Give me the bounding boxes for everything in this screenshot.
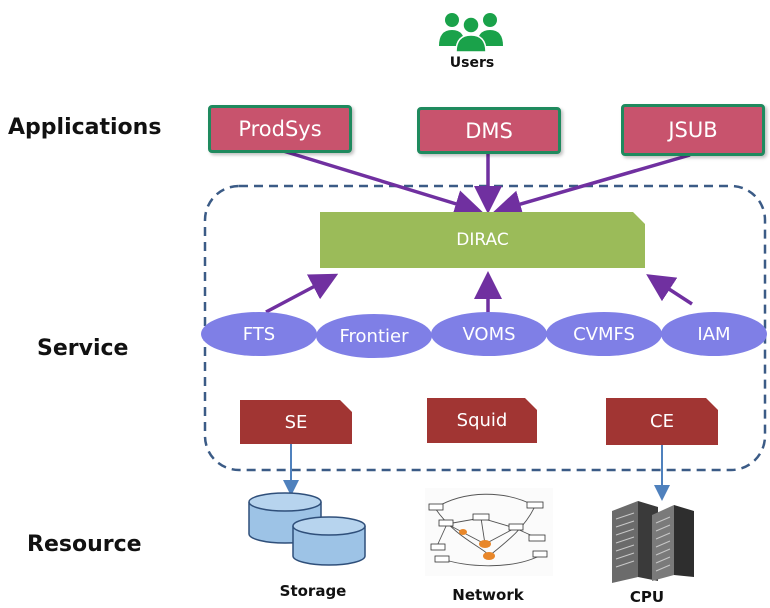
arrow-fts-dirac bbox=[265, 273, 339, 314]
app-prodsys: ProdSys bbox=[208, 105, 352, 153]
layer-label-service: Service bbox=[37, 336, 129, 361]
resource-service-ce: CE bbox=[606, 398, 718, 445]
storage-icon bbox=[243, 490, 368, 572]
resource-label-network: Network bbox=[452, 586, 524, 604]
layer-label-applications: Applications bbox=[8, 115, 162, 140]
service-frontier: Frontier bbox=[316, 314, 432, 358]
app-dms: DMS bbox=[417, 107, 561, 154]
users-label: Users bbox=[449, 55, 495, 71]
users-icon bbox=[438, 8, 504, 53]
arrow-jsub-dirac bbox=[493, 153, 691, 218]
service-fts: FTS bbox=[201, 312, 317, 356]
resource-service-se: SE bbox=[240, 400, 352, 444]
network-graph-icon bbox=[425, 488, 553, 576]
resource-label-cpu: CPU bbox=[629, 588, 665, 606]
layer-label-resource: Resource bbox=[27, 532, 142, 557]
arrow-iam-dirac bbox=[646, 274, 693, 306]
service-iam: IAM bbox=[661, 312, 767, 356]
service-cvmfs: CVMFS bbox=[546, 312, 662, 356]
app-jsub: JSUB bbox=[621, 104, 765, 156]
resource-label-storage: Storage bbox=[279, 582, 347, 600]
server-rack-icon bbox=[608, 497, 696, 583]
arrow-prodsys-dirac bbox=[279, 148, 483, 218]
resource-service-squid: Squid bbox=[427, 398, 537, 443]
dirac-box: DIRAC bbox=[320, 212, 645, 268]
service-voms: VOMS bbox=[431, 312, 547, 356]
